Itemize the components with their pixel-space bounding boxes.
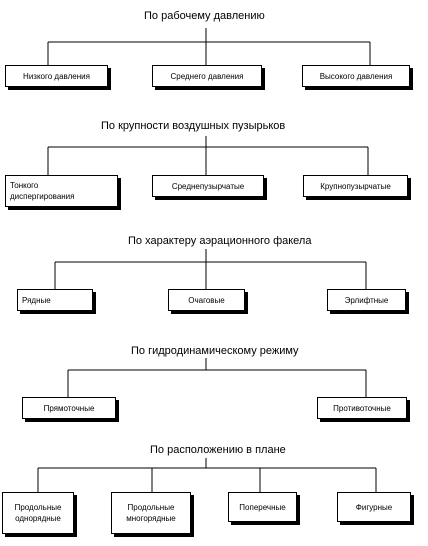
heading-plan-layout: По расположению в плане bbox=[150, 444, 286, 456]
heading-aeration-plume: По характеру аэрационного факела bbox=[128, 235, 312, 247]
node-cocurrent: Прямоточные bbox=[22, 397, 116, 419]
node-low-pressure: Низкого давления bbox=[5, 65, 108, 87]
heading-working-pressure: По рабочему давлению bbox=[144, 10, 265, 22]
node-fine-dispersion: Тонкого диспергирования bbox=[5, 175, 118, 207]
node-high-pressure: Высокого давления bbox=[302, 65, 410, 87]
node-coarse-bubble: Крупнопузырчатые bbox=[303, 175, 408, 197]
node-focal: Очаговые bbox=[168, 289, 245, 311]
node-medium-pressure: Среднего давления bbox=[152, 65, 262, 87]
heading-hydrodynamic-mode: По гидродинамическому режиму bbox=[131, 345, 299, 357]
node-figured: Фигурные bbox=[337, 492, 411, 522]
heading-bubble-size: По крупности воздушных пузырьков bbox=[101, 120, 286, 132]
node-row: Рядные bbox=[17, 289, 93, 311]
node-longitudinal-single-row: Продольные однорядные bbox=[2, 492, 74, 534]
node-longitudinal-multi-row: Продольные многорядные bbox=[111, 492, 191, 534]
node-countercurrent: Противоточные bbox=[317, 397, 407, 419]
node-transverse: Поперечные bbox=[228, 492, 297, 522]
node-medium-bubble: Среднепузырчатые bbox=[152, 175, 264, 197]
node-airlift: Эрлифтные bbox=[327, 289, 406, 311]
